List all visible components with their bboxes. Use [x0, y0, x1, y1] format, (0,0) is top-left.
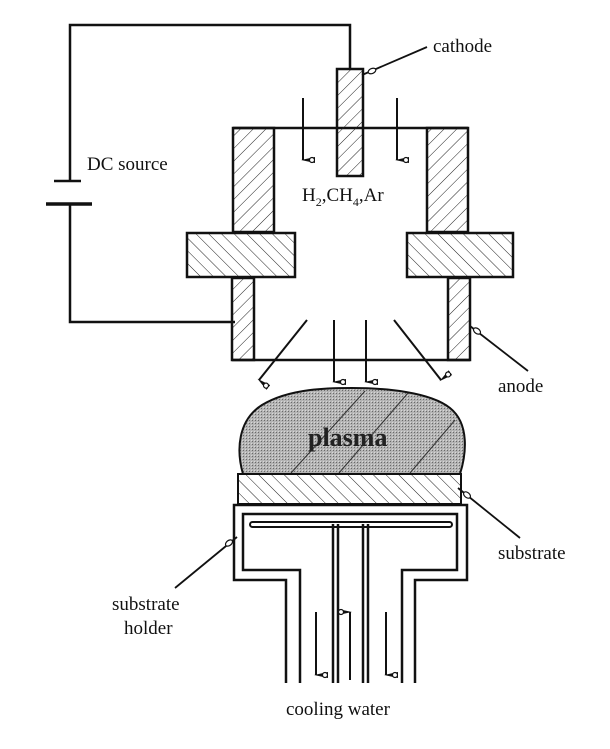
substrate-holder-leader-line — [174, 536, 238, 589]
substrate-holder-label-line1: substrate — [112, 594, 180, 615]
substrate-label: substrate — [498, 543, 566, 564]
substrate — [237, 473, 462, 505]
anode-lower-wall-right — [446, 276, 472, 362]
plasma-jet-arrow-1 — [259, 319, 308, 380]
anode-upper-wall-right — [425, 126, 470, 234]
substrate-holder-label-line2: holder — [124, 618, 173, 639]
circuit-wire — [68, 23, 352, 324]
plasma-jet-arrow-4 — [393, 319, 441, 380]
flange-left — [185, 231, 297, 279]
cooling-water-label: cooling water — [286, 699, 391, 720]
anode-label: anode — [498, 376, 543, 397]
cathode-leader-line — [361, 46, 428, 76]
dc-source-battery-icon — [46, 179, 92, 206]
flange-right — [405, 231, 515, 279]
cooling-channel-top — [249, 521, 453, 528]
substrate-holder-outer — [232, 503, 469, 683]
cathode — [335, 67, 365, 178]
central-cooling-tube — [331, 524, 370, 683]
plasma-label: plasma — [308, 423, 387, 452]
anode-leader-line — [469, 325, 529, 372]
substrate-leader-line — [457, 487, 521, 539]
anode-lower-wall-left — [230, 276, 256, 362]
plasma — [238, 386, 466, 475]
gas-composition-label: H2,CH4,Ar — [302, 185, 384, 209]
substrate-holder-inner — [241, 512, 459, 683]
anode-upper-wall-left — [231, 126, 276, 234]
dc-source-label: DC source — [87, 154, 168, 175]
cathode-label: cathode — [433, 36, 492, 57]
